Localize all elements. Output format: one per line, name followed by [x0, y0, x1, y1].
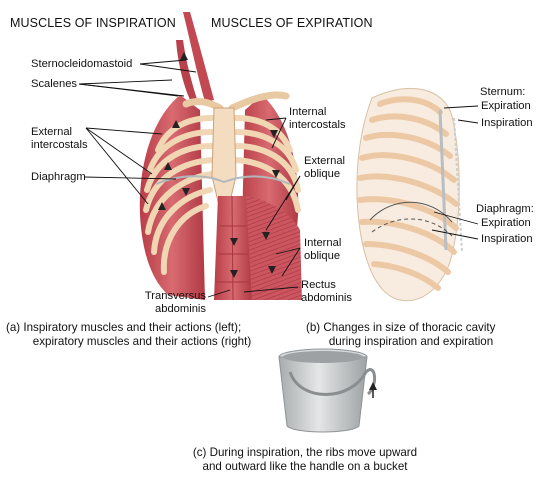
caption-b-line2: during inspiration and expiration: [306, 335, 516, 348]
front-thorax-illustration: [140, 12, 302, 300]
caption-c-line1: (c) During inspiration, the ribs move up…: [150, 446, 460, 459]
label-sternocleidomastoid: Sternocleidomastoid: [31, 58, 132, 70]
label-rectus-abdominis-line2: abdominis: [301, 292, 352, 304]
handle-arrow-icon: [369, 382, 377, 390]
label-scalenes: Scalenes: [31, 78, 77, 90]
side-ribcage-illustration: [357, 88, 462, 300]
label-diaphragm: Diaphragm: [31, 171, 86, 183]
label-external-intercostals-line2: intercostals: [31, 139, 88, 151]
label-external-intercostals-line1: External: [31, 126, 72, 138]
label-external-oblique-line1: External: [304, 155, 345, 167]
label-sternum: Sternum:: [480, 86, 525, 98]
bucket-illustration: [279, 349, 377, 432]
label-sternum-inspiration: Inspiration: [481, 117, 533, 129]
label-transversus-abdominis-line1: Transversus: [138, 290, 206, 302]
caption-a-line2: expiratory muscles and their actions (ri…: [6, 335, 278, 348]
label-diaphragm-inspiration: Inspiration: [481, 233, 533, 245]
label-rectus-abdominis-line1: Rectus: [301, 279, 336, 291]
inspiration-header: MUSCLES OF INSPIRATION: [10, 16, 176, 30]
label-sternum-expiration: Expiration: [481, 100, 531, 112]
label-transversus-abdominis-line2: abdominis: [138, 303, 206, 315]
label-diaphragm-side: Diaphragm:: [476, 203, 534, 215]
label-internal-intercostals-line1: Internal: [289, 106, 326, 118]
caption-a-line1: (a) Inspiratory muscles and their action…: [6, 321, 278, 334]
label-internal-intercostals-line2: intercostals: [289, 119, 346, 131]
caption-b-line1: (b) Changes in size of thoracic cavity: [306, 321, 516, 334]
label-diaphragm-expiration: Expiration: [481, 217, 531, 229]
label-internal-oblique-line2: oblique: [304, 250, 340, 262]
label-external-oblique-line2: oblique: [304, 168, 340, 180]
label-internal-oblique-line1: Internal: [304, 237, 341, 249]
expiration-header: MUSCLES OF EXPIRATION: [211, 16, 373, 30]
caption-c-line2: and outward like the handle on a bucket: [150, 460, 460, 473]
sternum-bone: [212, 108, 236, 210]
